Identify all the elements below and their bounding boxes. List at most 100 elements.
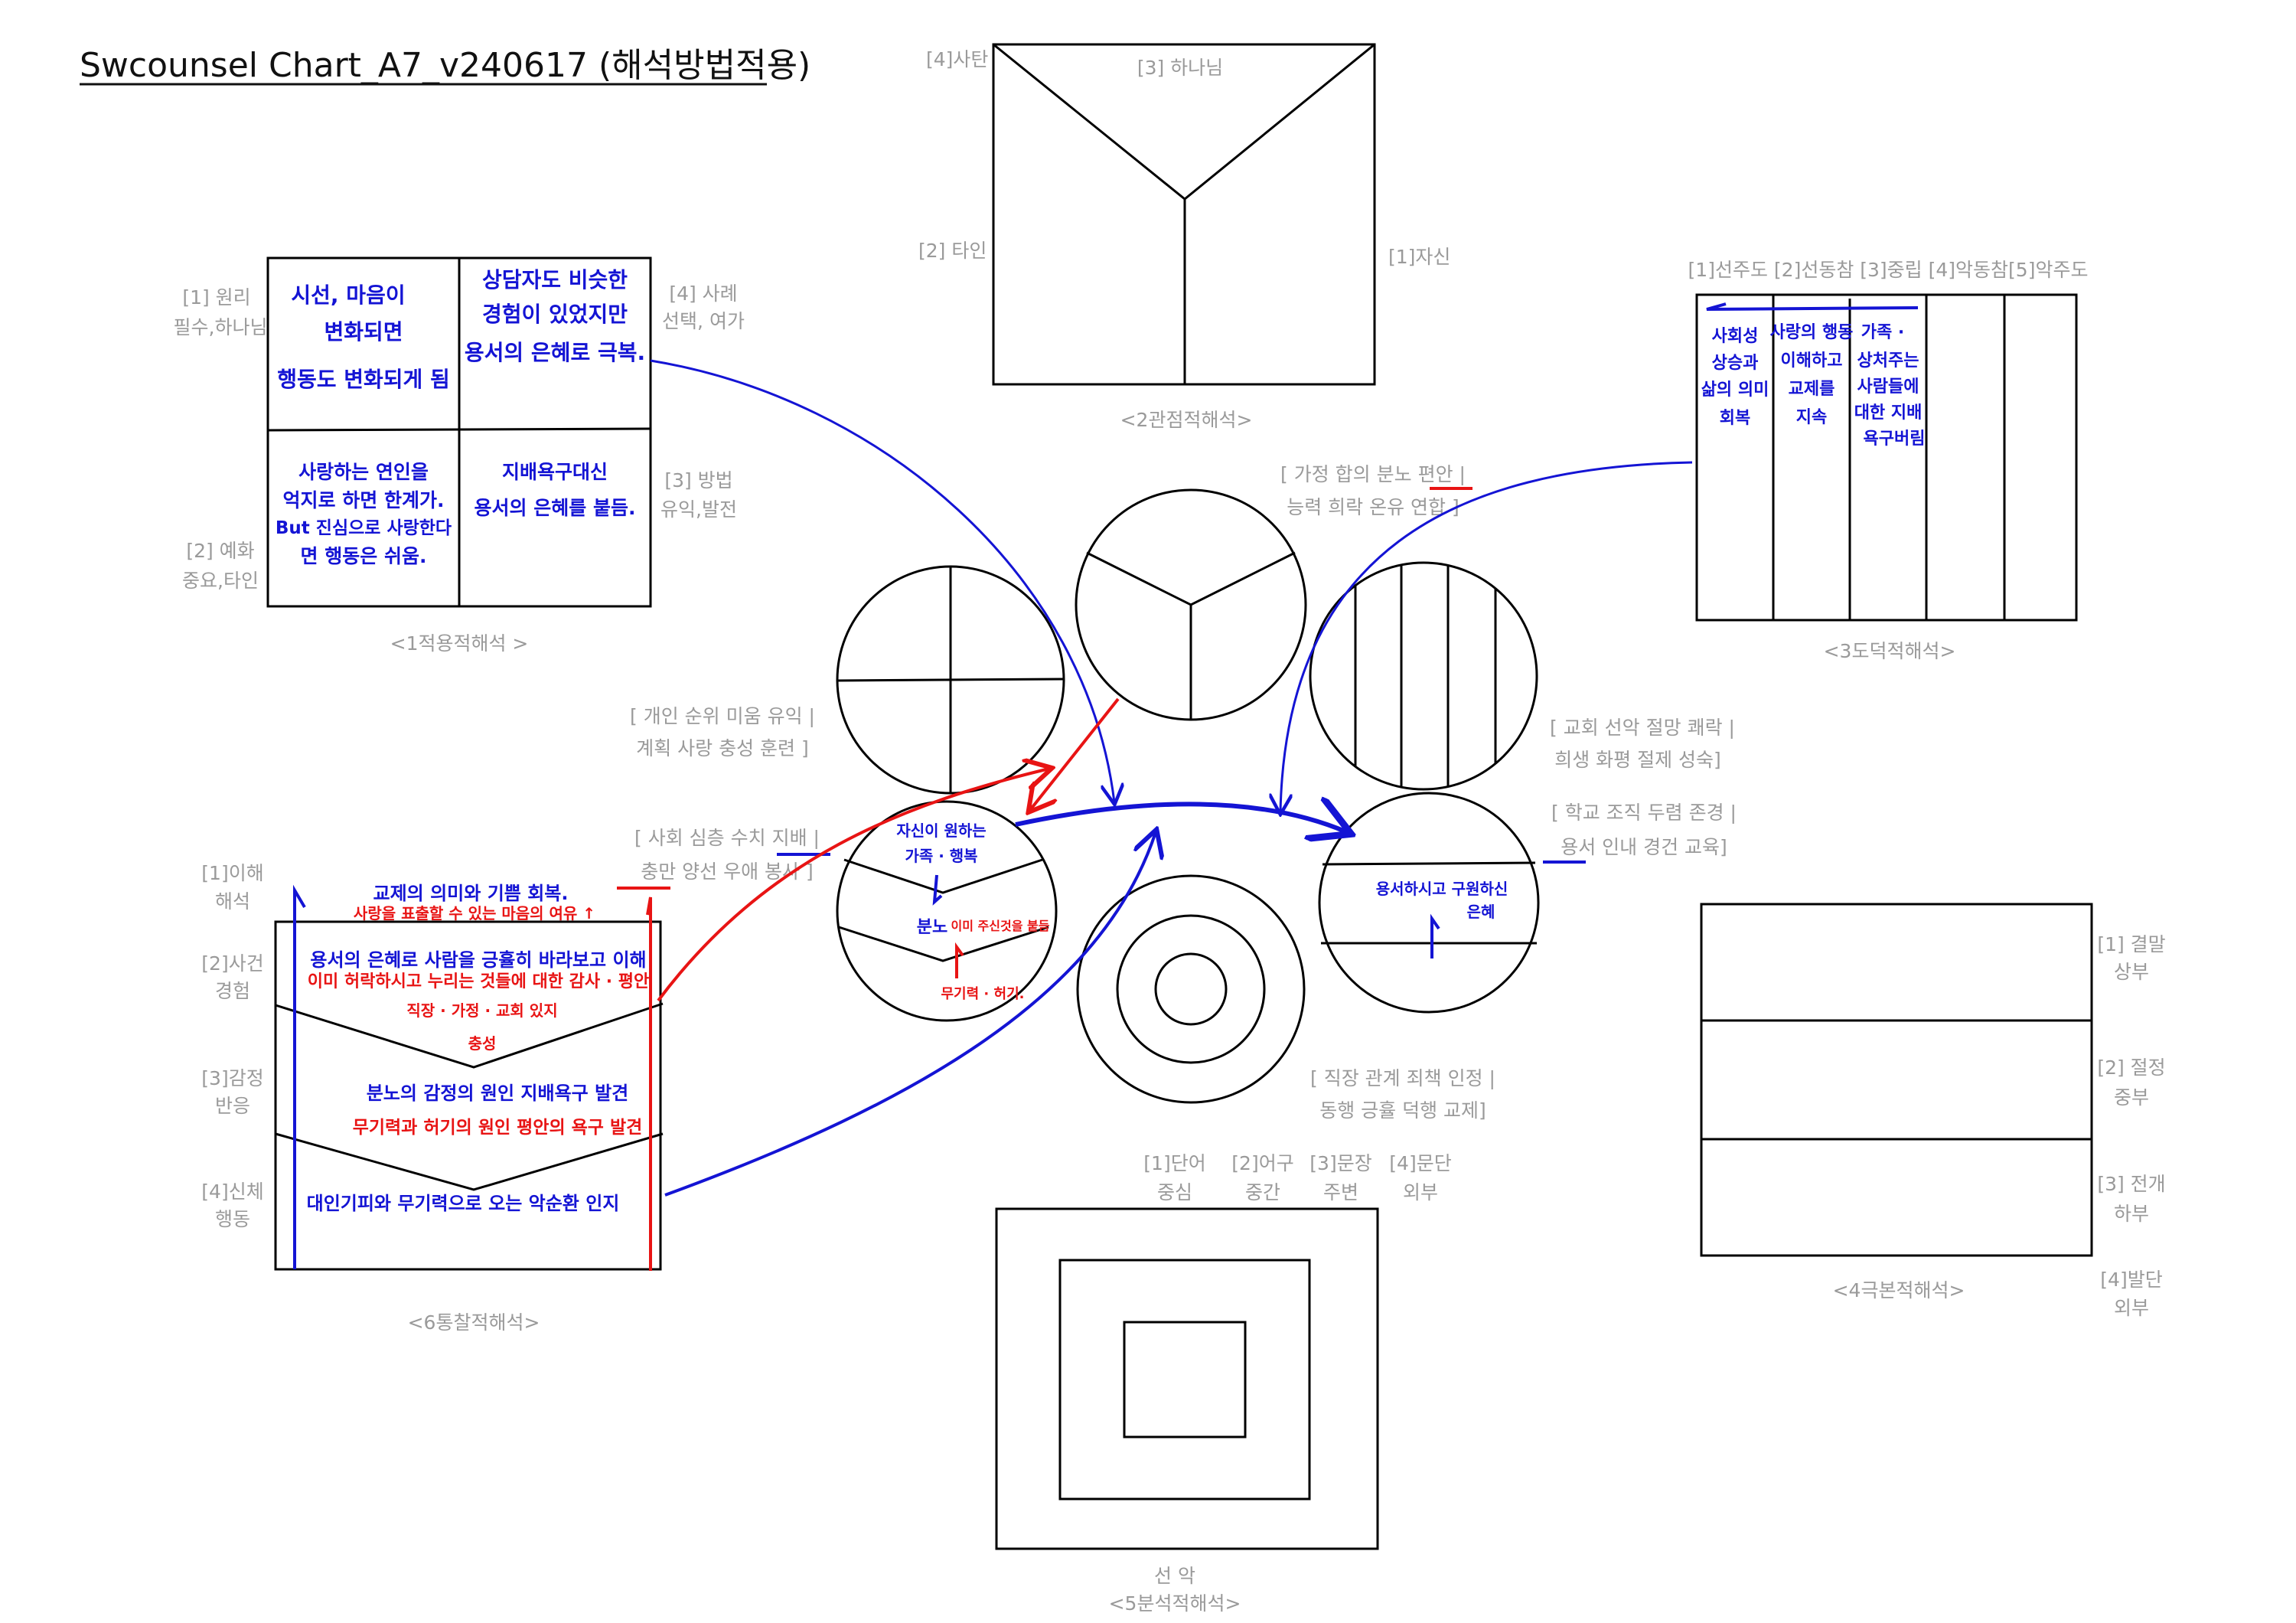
handwritten-note: 시선, 마음이 [291, 282, 405, 308]
handwritten-note: 회복 [1720, 409, 1750, 428]
society-values: [ 사회 심층 수치 지배 | [634, 827, 820, 849]
box1-label: [2] 예화 [186, 540, 254, 562]
personal-values: 계획 사랑 충성 훈련 ] [636, 737, 809, 759]
handwritten-note: 상담자도 비슷한 [482, 267, 628, 292]
box4-label: [4]발단 [2100, 1269, 2162, 1291]
society-values: 충만 양선 우애 봉사 ] [641, 860, 814, 883]
circle-moral [1309, 561, 1538, 791]
up-arrow [955, 942, 964, 978]
church-values: 희생 화평 절제 성숙] [1554, 749, 1721, 771]
handwritten-note: 대인기피와 무기력으로 오는 악순환 인지 [307, 1193, 620, 1214]
box5-label: 중간 [1245, 1181, 1280, 1203]
school-values: [ 학교 조직 두렴 존경 | [1551, 802, 1737, 824]
handwritten-note: 교제를 [1789, 380, 1835, 399]
handwritten-note: 사회성 [1712, 327, 1759, 346]
blue-connector-box1 [650, 359, 1114, 802]
handwritten-note: 용서하시고 구원하신 [1376, 880, 1508, 898]
box1-label: 중요,타인 [182, 570, 259, 592]
box6-label: [1]이해 [201, 862, 263, 884]
school-values: 용서 인내 경건 교육] [1561, 836, 1727, 858]
box4-caption: <4극본적해석> [1833, 1279, 1965, 1301]
work-values: [ 직장 관계 죄책 인정 | [1310, 1067, 1495, 1089]
handwritten-note: 가족 · 행복 [905, 847, 977, 865]
box5-label: [4]문단 [1389, 1152, 1451, 1174]
box1-label: 유익,발전 [660, 498, 737, 521]
box4-label: [2] 절정 [2097, 1056, 2165, 1079]
red-up-arrow [646, 896, 652, 1271]
box5-label: [1]단어 [1143, 1152, 1205, 1174]
blue-up-arrow [293, 884, 306, 1269]
circle-drama: 용서하시고 구원하신 은혜 [1318, 792, 1540, 1014]
box2-label: [4]사탄 [926, 48, 988, 70]
handwritten-note: 욕구버림 [1864, 429, 1926, 449]
box6-label: [2]사건 [201, 952, 263, 975]
work-values: 동행 긍휼 덕행 교제] [1319, 1099, 1486, 1122]
handwritten-note: 삶의 의미 [1701, 380, 1769, 400]
box4-label: 하부 [2114, 1203, 2149, 1225]
circle-insight: 자신이 원하는 가족 · 행복 분노 이미 주신것을 붙듬 무기력 · 허기. [836, 800, 1058, 1022]
box1-label: [1] 원리 [182, 286, 250, 309]
box5-caption: <5분석적해석> [1109, 1592, 1241, 1615]
box5-analysis-diagram: [1]단어 중심 [2]어구 중간 [3]문장 주변 [4]문단 외부 선 악 … [995, 1152, 1452, 1615]
handwritten-note: 충성 [468, 1034, 497, 1053]
handwritten-note: 용서의 은혜를 붙듬. [475, 497, 636, 519]
box6-label: [3]감정 [201, 1067, 263, 1089]
handwritten-note: But 진심으로 사랑한다 [276, 518, 452, 538]
personal-values: [ 개인 순위 미움 유익 | [630, 705, 815, 727]
blue-connector-box6 [664, 832, 1156, 1197]
handwritten-note: 분노 [917, 918, 947, 937]
bracket-labels: [ 가정 합의 분노 편안 | 능력 희락 온유 연합 ] [ 개인 순위 미움… [617, 463, 1737, 1122]
box5-label: 외부 [1403, 1181, 1438, 1203]
box2-perspective-diagram: [4]사탄 [3] 하나님 [2] 타인 [1]자신 <2관점적해석> [918, 43, 1450, 431]
handwritten-note: 경험이 있었지만 [482, 302, 628, 327]
handwritten-note: 행동도 변화되게 됨 [277, 367, 450, 392]
church-values: [ 교회 선악 절망 쾌락 | [1550, 717, 1735, 739]
box1-label: 필수,하나님 [174, 316, 268, 338]
circle-analysis [1076, 874, 1306, 1104]
handwritten-note: 용서의 은혜로 사람을 긍휼히 바라보고 이해 [310, 949, 646, 971]
handwritten-note: 사랑하는 연인을 [298, 461, 429, 483]
box6-insight-diagram: [1]이해 해석 [2]사건 경험 [3]감정 반응 [4]신체 행동 <6통찰… [201, 862, 664, 1334]
handwritten-note: 이해하고 [1781, 351, 1843, 371]
box5-subtitle: 선 악 [1154, 1565, 1195, 1587]
handwritten-note: 억지로 하면 한계가. [283, 489, 445, 511]
box4-label: [1] 결말 [2097, 933, 2165, 955]
box4-label: 중부 [2114, 1086, 2149, 1109]
handwritten-note: 무기력 · 허기. [941, 986, 1024, 1002]
box3-caption: <3도덕적해석> [1824, 640, 1956, 662]
circle-quadrants [836, 565, 1065, 795]
box3-header: [1]선주도 [2]선동참 [3]중립 [4]악동참[5]악주도 [1688, 259, 2089, 281]
box6-label: 해석 [215, 890, 250, 913]
box5-label: [2]어구 [1231, 1152, 1293, 1174]
blue-connector-box3 [1280, 461, 1693, 812]
family-values: [ 가정 합의 분노 편안 | [1280, 463, 1466, 485]
box4-label: 외부 [2114, 1297, 2149, 1319]
handwritten-note: 이미 허락하시고 누리는 것들에 대한 감사 · 평안 [308, 972, 650, 991]
box1-label: [4] 사례 [669, 282, 737, 305]
handwritten-note: 은혜 [1467, 903, 1495, 921]
box4-label: 상부 [2114, 961, 2149, 983]
handwritten-note: 자신이 원하는 [896, 821, 986, 840]
down-arrow [932, 874, 943, 906]
connector-arrows [650, 359, 1693, 1197]
box2-caption: <2관점적해석> [1120, 409, 1253, 431]
handwritten-note: 이미 주신것을 붙듬 [951, 919, 1050, 933]
handwritten-note: 상처주는 [1857, 351, 1919, 371]
blue-connector-arc [1015, 804, 1347, 832]
handwritten-note: 사람들에 [1857, 377, 1919, 397]
handwritten-note: 교제의 의미와 기쁨 회복. [373, 883, 569, 904]
box6-label: 행동 [215, 1208, 250, 1230]
box1-application-grid: [1] 원리 필수,하나님 [2] 예화 중요,타인 [4] 사례 선택, 여가… [174, 256, 745, 655]
box5-label: 중심 [1157, 1181, 1192, 1203]
box1-caption: <1적용적해석 > [390, 632, 529, 655]
box5-label: 주변 [1323, 1181, 1358, 1203]
red-connector-box6 [657, 769, 1049, 1002]
handwritten-note: 변화되면 [324, 319, 403, 345]
box2-label: [2] 타인 [918, 240, 987, 262]
page-title: Swcounsel Chart_A7_v240617 (해석방법적용) [80, 46, 810, 85]
box6-label: [4]신체 [201, 1181, 263, 1203]
handwritten-note: 가족 · [1861, 323, 1905, 342]
box2-label: [3] 하나님 [1137, 57, 1223, 79]
up-arrow [1430, 913, 1440, 958]
